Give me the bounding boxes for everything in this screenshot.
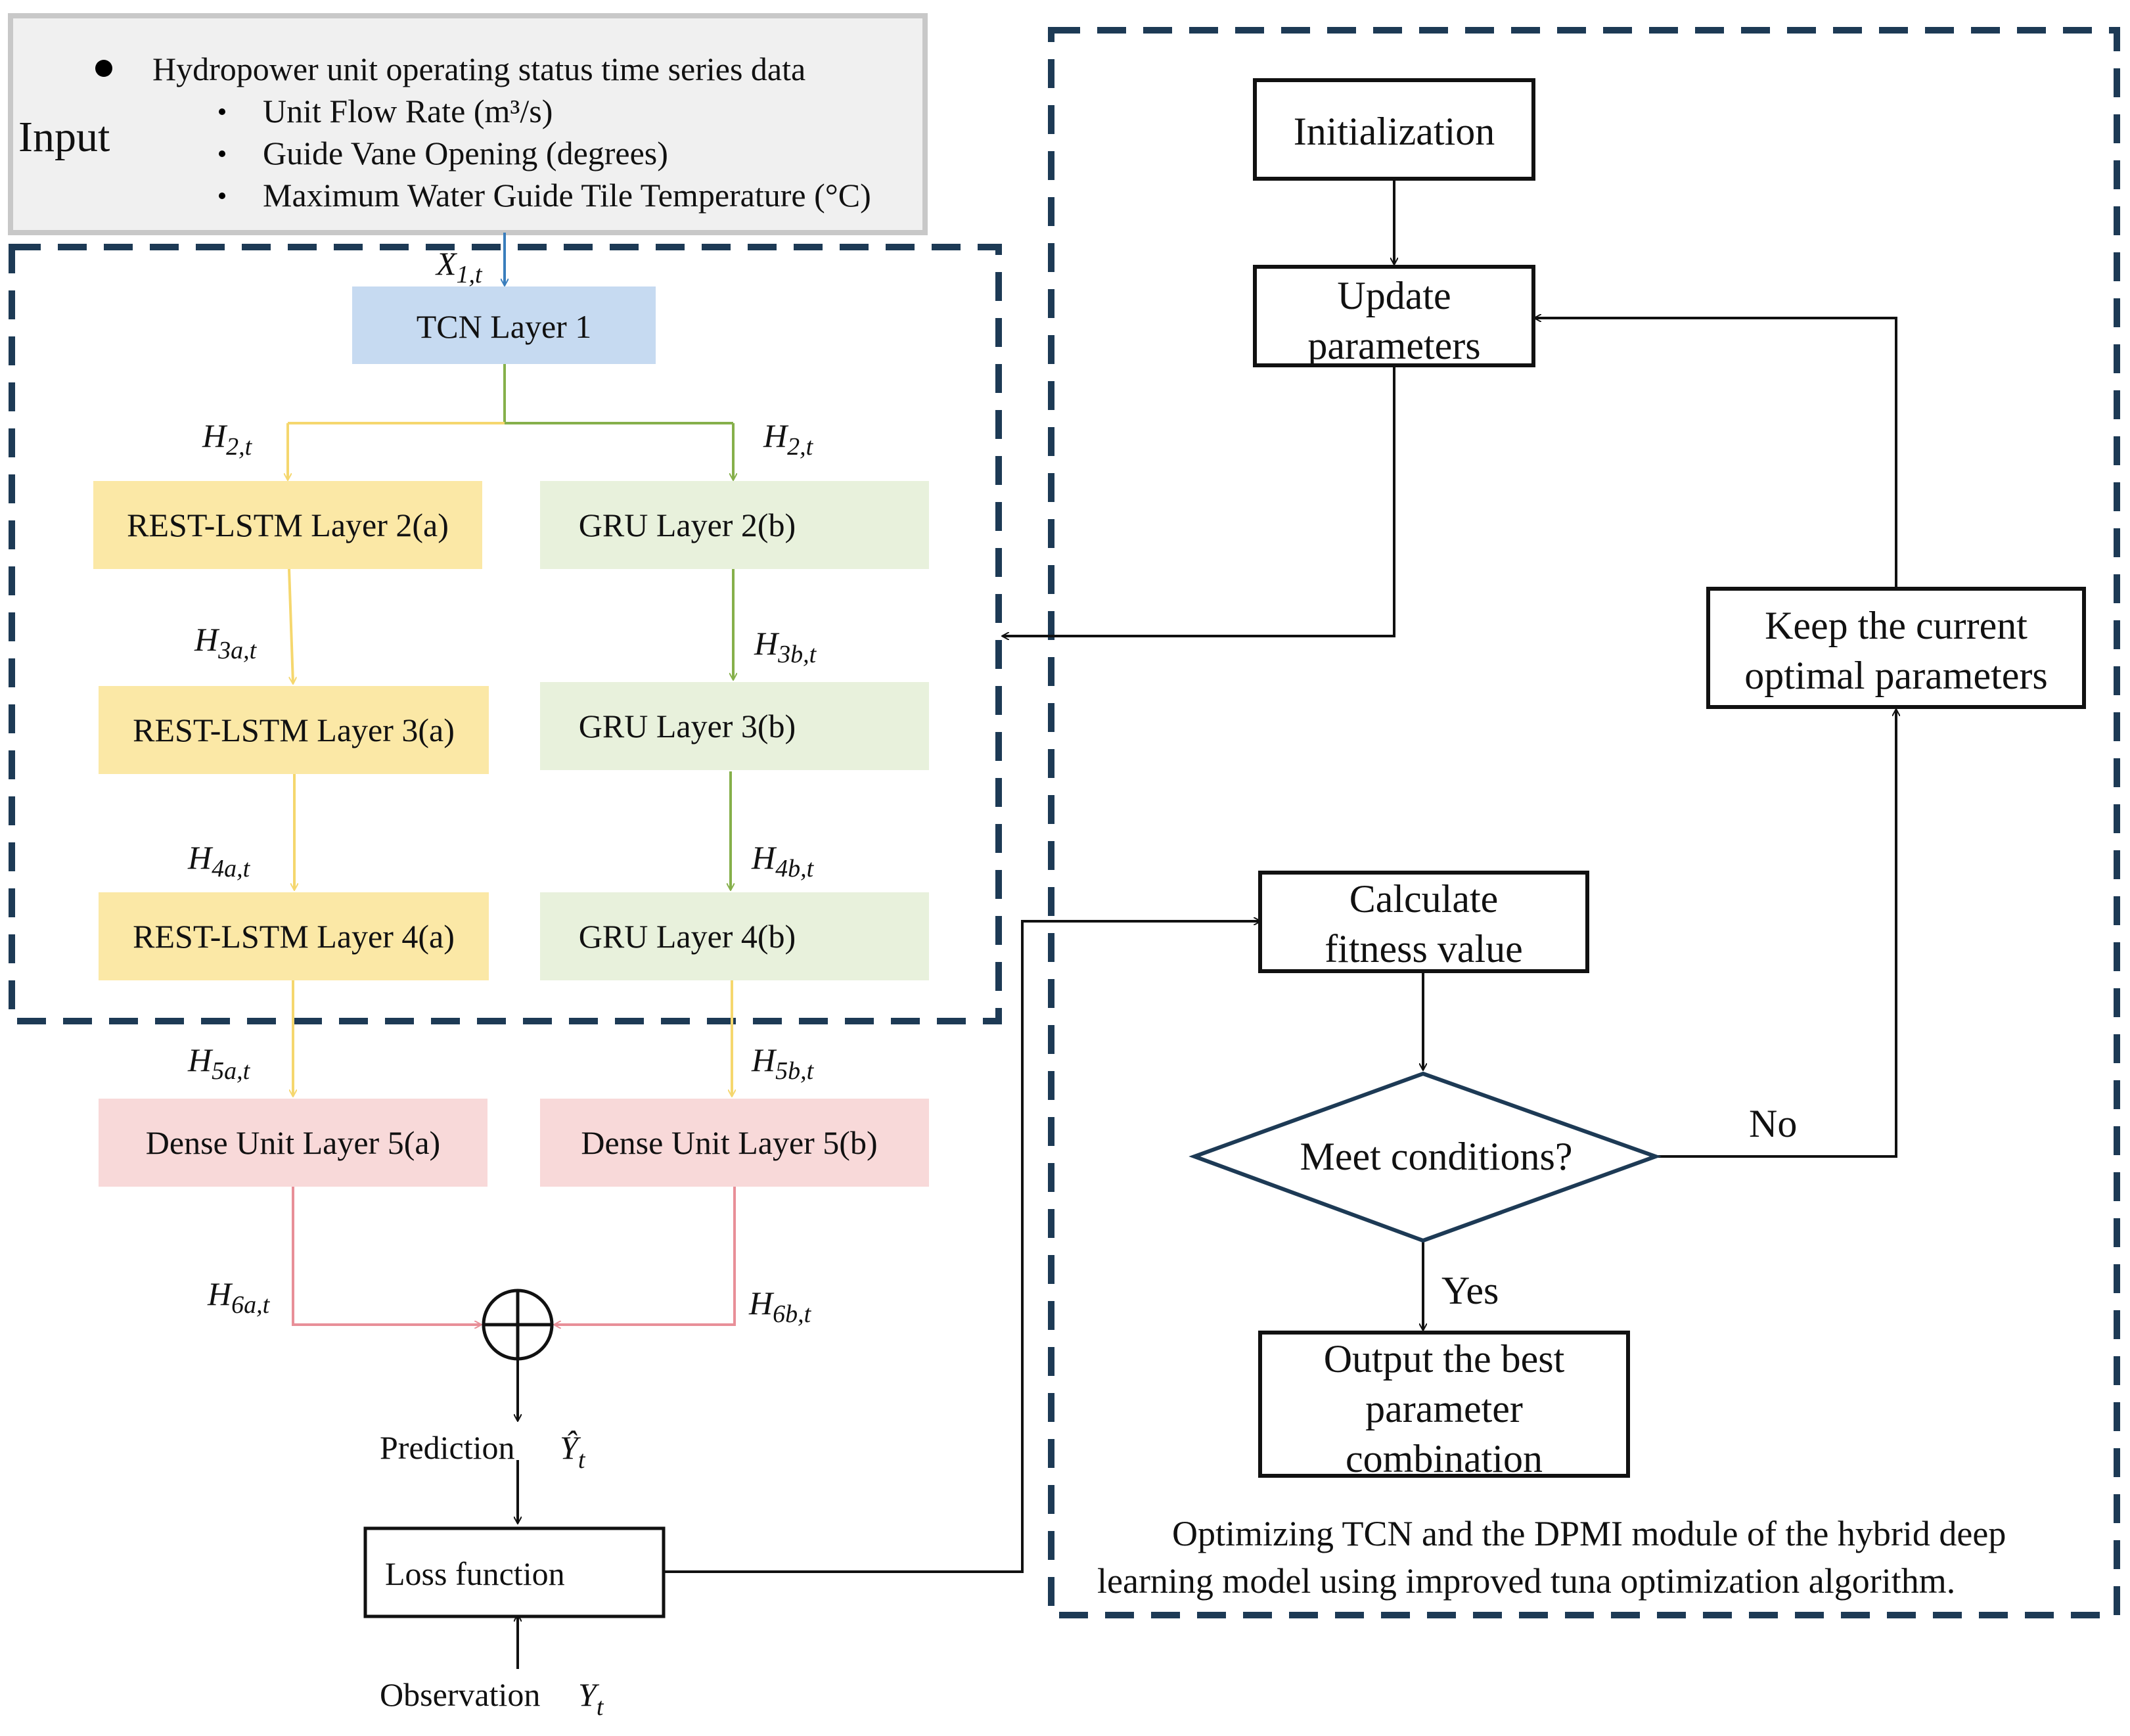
symbol-h4b: H4b,t <box>751 839 815 882</box>
dense-layer-label: Dense Unit Layer 5(b) <box>581 1124 877 1161</box>
input-sub-item: Guide Vane Opening (degrees) <box>263 135 668 171</box>
gru-layer-box <box>540 682 929 770</box>
output-best-label: combination <box>1346 1437 1543 1480</box>
optimizer-dashed-region <box>1048 27 2120 1618</box>
update-parameters-box <box>1253 265 1535 367</box>
calculate-fitness-label: fitness value <box>1325 927 1523 971</box>
initialization-label: Initialization <box>1294 110 1495 153</box>
lstm-layer-box <box>93 481 482 569</box>
lstm-layer-box <box>99 686 489 774</box>
gru-layer-box <box>540 892 929 980</box>
update-to-model-arrow <box>1003 365 1395 636</box>
symbol-h6a: H6a,t <box>207 1275 271 1319</box>
input-sub-item: Unit Flow Rate (m³/s) <box>263 93 553 129</box>
gru-layer-label: GRU Layer 3(b) <box>579 708 796 744</box>
optimizer-caption: Optimizing TCN and the DPMI module of th… <box>1172 1514 2006 1553</box>
lstm-layer-label: REST-LSTM Layer 4(a) <box>133 918 455 955</box>
branch-a-arrow <box>288 568 293 683</box>
symbol-h4a: H4a,t <box>187 839 251 882</box>
symbol-x1: X1,t <box>435 245 483 288</box>
input-panel <box>8 13 928 235</box>
keep-optimal-box <box>1706 587 2086 709</box>
tcn-layer-label: TCN Layer 1 <box>417 308 592 345</box>
condition-to-keep-arrow <box>1656 710 1896 1158</box>
dense-layer-box <box>540 1099 929 1187</box>
symbol-h3b: H3b,t <box>754 625 817 668</box>
model-dashed-region <box>9 244 1002 1024</box>
gru-layer-label: GRU Layer 2(b) <box>579 507 796 543</box>
input-main-bullet: Hydropower unit operating status time se… <box>152 51 805 87</box>
output-best-label: Output the best <box>1324 1337 1565 1381</box>
initialization-box <box>1253 78 1535 181</box>
gru-layer-label: GRU Layer 4(b) <box>579 918 796 955</box>
update-parameters-label: Update <box>1337 274 1451 317</box>
dense-b-to-sum <box>555 1187 736 1325</box>
observation-label: Observation <box>380 1676 540 1713</box>
calculate-fitness-box <box>1258 871 1589 973</box>
tcn-layer-box <box>352 286 656 364</box>
symbol-h3a: H3a,t <box>194 621 258 664</box>
sub-bullet-icon <box>219 108 225 115</box>
dense-a-to-sum <box>292 1187 481 1325</box>
output-best-box <box>1258 1331 1630 1478</box>
input-sub-item: Maximum Water Guide Tile Temperature (°C… <box>263 177 871 214</box>
dense-layer-label: Dense Unit Layer 5(a) <box>146 1124 440 1161</box>
output-best-label: parameter <box>1365 1387 1523 1430</box>
sub-bullet-icon <box>219 150 225 157</box>
lstm-layer-label: REST-LSTM Layer 2(a) <box>127 507 449 543</box>
keep-to-update-arrow <box>1535 318 1897 589</box>
no-label: No <box>1749 1102 1797 1145</box>
symbol-h6b: H6b,t <box>748 1285 812 1328</box>
symbol-h2a: H2,t <box>202 417 253 461</box>
loss-function-box <box>363 1526 666 1618</box>
symbol-h5b: H5b,t <box>751 1041 815 1085</box>
input-title: Input <box>18 113 110 161</box>
optimizer-caption: learning model using improved tuna optim… <box>1097 1561 1955 1601</box>
update-parameters-label: parameters <box>1307 324 1480 367</box>
observation-symbol: Yt <box>578 1676 604 1721</box>
condition-diamond <box>1189 1071 1662 1243</box>
lstm-layer-label: REST-LSTM Layer 3(a) <box>133 712 455 748</box>
loss-function-label: Loss function <box>385 1555 565 1592</box>
dense-layer-box <box>99 1099 487 1187</box>
calculate-fitness-label: Calculate <box>1349 877 1499 921</box>
symbol-h5a: H5a,t <box>187 1041 251 1085</box>
yes-label: Yes <box>1441 1269 1499 1312</box>
bullet-dot-icon <box>95 60 112 77</box>
sub-bullet-icon <box>219 193 225 199</box>
symbol-h2b: H2,t <box>763 417 814 461</box>
prediction-label: Prediction <box>380 1429 515 1466</box>
condition-label: Meet conditions? <box>1300 1135 1573 1178</box>
keep-optimal-label: optimal parameters <box>1744 654 2047 697</box>
lstm-layer-box <box>99 892 489 980</box>
gru-layer-box <box>540 481 929 569</box>
keep-optimal-label: Keep the current <box>1765 604 2028 647</box>
loss-to-fitness-arrow <box>664 921 1260 1573</box>
prediction-symbol: Ŷt <box>560 1429 586 1474</box>
